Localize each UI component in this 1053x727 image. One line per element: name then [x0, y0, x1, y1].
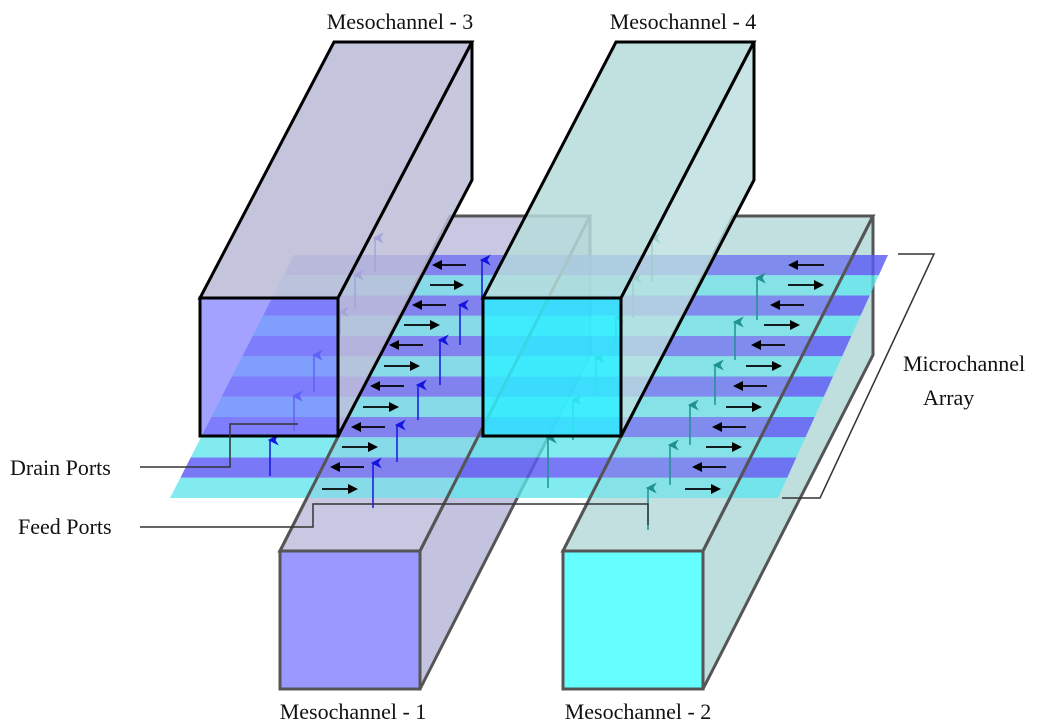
meso2-front-face: [561, 549, 705, 691]
mesochannel-4: [480, 40, 757, 438]
flow-arrow-head: [370, 381, 380, 391]
flow-arrow-head: [348, 484, 358, 494]
flow-arrow-head: [788, 260, 798, 270]
flow-arrow-head: [770, 300, 780, 310]
meso3-front-face: [198, 296, 340, 438]
flow-arrow-head: [351, 422, 361, 432]
meso1-front-face: [278, 549, 422, 691]
mesochannel-3-label: Mesochannel - 3: [327, 9, 474, 34]
feed-ports-leader: [140, 503, 649, 528]
drain-ports-label: Drain Ports: [10, 455, 111, 480]
flow-arrow-head: [430, 320, 440, 330]
microchannel-stripe: [180, 457, 797, 478]
flow-arrow-head: [772, 361, 782, 371]
flow-arrow-head: [432, 260, 442, 270]
flow-arrow-head: [368, 442, 378, 452]
microchannel-array-label-line2: Array: [923, 385, 974, 410]
flow-arrow-head: [712, 422, 722, 432]
flow-arrow-head: [412, 300, 422, 310]
flow-arrow-head: [389, 402, 399, 412]
mesochannel-2-label: Mesochannel - 2: [565, 699, 712, 724]
flow-arrow-head: [814, 280, 824, 290]
microchannel-stripe: [190, 437, 806, 458]
mesochannel-1-label: Mesochannel - 1: [280, 699, 427, 724]
flow-arrow-head: [389, 340, 399, 350]
flow-arrow-head: [790, 320, 800, 330]
flow-arrow-head: [751, 340, 761, 350]
flow-arrow-head: [732, 442, 742, 452]
flow-arrow-head: [711, 484, 721, 494]
mesochannel-4-label: Mesochannel - 4: [610, 9, 757, 34]
microchannel-stripe: [170, 477, 788, 498]
flow-arrow-head: [752, 402, 762, 412]
flow-arrow-head: [330, 462, 340, 472]
microchannel-array-label-line1: Microchannel: [903, 351, 1025, 376]
flow-arrow-head: [454, 280, 464, 290]
microchannel-array-bracket: [782, 253, 936, 499]
feed-ports-label: Feed Ports: [18, 514, 112, 539]
flow-arrow-head: [733, 381, 743, 391]
flow-arrow-head: [410, 361, 420, 371]
meso4-front-face: [481, 296, 623, 438]
drain-ports-leader: [140, 423, 298, 468]
mesochannel-3: [197, 40, 475, 438]
flow-arrow-head: [692, 462, 702, 472]
